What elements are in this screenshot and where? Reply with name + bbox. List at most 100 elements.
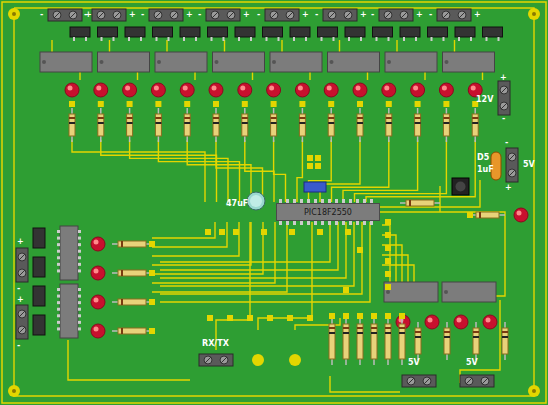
solder-pad (329, 313, 335, 319)
resistor-band (271, 122, 277, 124)
copper-trace (152, 222, 287, 292)
terminal-screw (442, 11, 450, 19)
transistor (263, 27, 283, 37)
copper-trace (160, 222, 346, 278)
solder-pad (315, 163, 321, 169)
resistor-symbol (118, 328, 146, 334)
solder-pad (98, 101, 104, 107)
resistor-band (242, 122, 248, 124)
polarity-mark: + (186, 11, 193, 19)
resistor-symbol (444, 328, 450, 354)
solder-pad (149, 299, 155, 305)
chip-notch (272, 60, 276, 64)
resistor-symbol (357, 324, 363, 359)
led (267, 83, 281, 97)
copper-trace (355, 140, 447, 202)
resistor-band (357, 117, 363, 119)
copper-trace (330, 376, 400, 392)
resistor-symbol (343, 324, 349, 359)
transistor (455, 27, 475, 37)
terminal-screw (328, 11, 336, 19)
chip-notch (387, 60, 391, 64)
resistor-band (399, 332, 405, 334)
solder-pad (307, 163, 313, 169)
chip-pin (78, 295, 81, 298)
transistor-pin (183, 37, 185, 41)
screw-slot (19, 270, 25, 276)
screw-slot (114, 12, 120, 18)
transistor (345, 27, 365, 37)
led (382, 83, 396, 97)
copper-trace (482, 72, 483, 80)
chip-notch (100, 60, 104, 64)
transistor-pin (238, 37, 240, 41)
resistor-symbol (371, 324, 377, 359)
copper-trace (152, 222, 251, 265)
screw-slot (408, 378, 414, 384)
electrolytic-capacitor (247, 192, 265, 210)
led (91, 237, 105, 251)
transistor-pin (348, 37, 350, 41)
polarity-mark: + (500, 74, 507, 82)
resistor-band (502, 336, 508, 338)
solder-pad (467, 212, 473, 218)
transistor (153, 27, 173, 37)
transistor-pin (403, 37, 405, 41)
terminal-screw (154, 11, 162, 19)
transistor (180, 27, 200, 37)
solder-pad (385, 232, 391, 238)
terminal-screw (211, 11, 219, 19)
chip-notch (157, 60, 161, 64)
polarity-mark: + (17, 238, 24, 246)
terminal-block (149, 9, 183, 21)
terminal-screw (458, 11, 466, 19)
solder-pad (345, 229, 351, 235)
copper-trace (160, 222, 362, 294)
polarity-mark: - (17, 285, 20, 293)
terminal-screw (18, 310, 26, 318)
polarity-mark: - (257, 11, 260, 19)
resistor-symbol (127, 114, 133, 136)
resistor-symbol (242, 114, 248, 136)
terminal-screw (18, 253, 26, 261)
transistor (33, 257, 45, 277)
terminal-screw (465, 377, 473, 385)
solder-pad (247, 315, 253, 321)
chip-pin (363, 221, 366, 225)
solder-pad (287, 315, 293, 321)
copper-trace (137, 72, 138, 80)
copper-trace (160, 222, 354, 286)
chip-pin (342, 221, 345, 225)
mounting-hole-center (12, 389, 16, 393)
chip-pin (78, 256, 81, 259)
led-highlight (457, 318, 462, 323)
resistor-band (184, 122, 190, 124)
polarity-mark: + (474, 11, 481, 19)
led (123, 83, 137, 97)
screw-slot (459, 12, 465, 18)
resistor-band (213, 122, 219, 124)
resistor-symbol (329, 324, 335, 359)
transistor-pin (266, 37, 268, 41)
screw-slot (228, 12, 234, 18)
resistor-band (271, 117, 277, 119)
resistor-band (98, 117, 104, 119)
transistor-pin (305, 37, 307, 41)
copper-trace (51, 40, 52, 52)
solder-pad (315, 155, 321, 161)
transistor (98, 27, 118, 37)
terminal-block (199, 354, 233, 366)
solder-pad (242, 101, 248, 107)
polarity-mark: + (505, 184, 512, 192)
led (353, 83, 367, 97)
screw-slot (221, 357, 227, 363)
led (425, 315, 439, 329)
dip-chip (443, 52, 495, 72)
led (295, 83, 309, 97)
resistor-band (329, 332, 335, 334)
led (454, 315, 468, 329)
led-highlight (471, 86, 476, 91)
resistor-band (357, 327, 363, 329)
resistor-symbol (299, 114, 305, 136)
solder-pad (271, 101, 277, 107)
